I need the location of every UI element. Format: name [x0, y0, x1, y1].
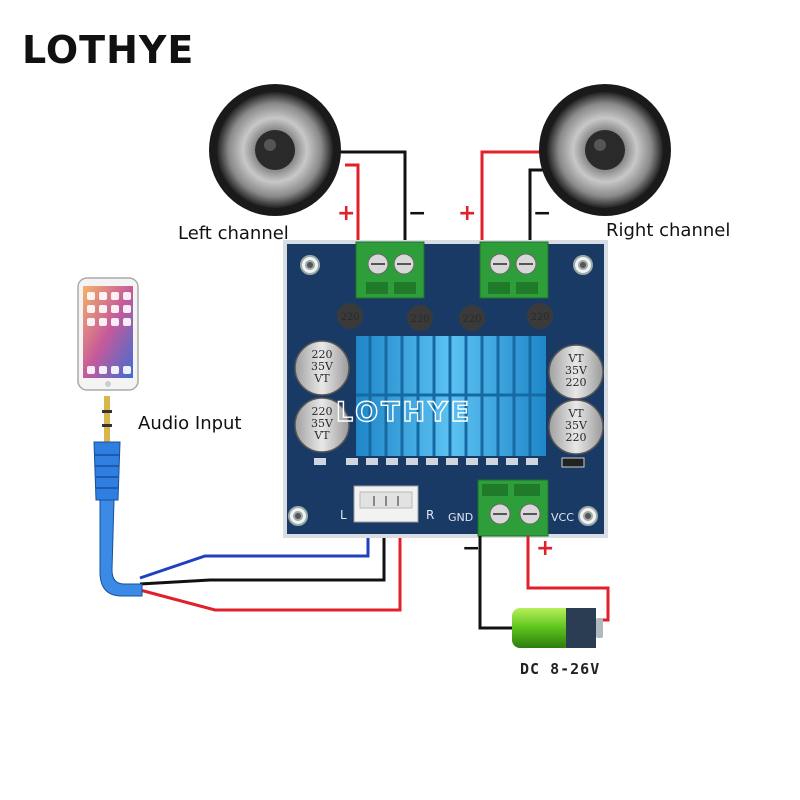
audio-input-label: Audio Input: [138, 413, 242, 434]
audio-cable-wires: [139, 538, 402, 612]
small-cap-label: 220: [340, 312, 359, 323]
left-speaker-black-wire: [335, 150, 407, 245]
left-speaker: [209, 84, 341, 216]
heatsink: [356, 336, 546, 456]
large-cap-top-right: VT 35V 220: [548, 344, 604, 400]
cap-series-label: VT: [567, 407, 584, 420]
power-red-wire: [526, 536, 610, 622]
right-speaker-terminal: [479, 241, 549, 299]
silk-gnd-label: GND: [448, 511, 473, 524]
left-speaker-terminal: [355, 241, 425, 299]
large-cap-bottom-right: VT 35V 220: [548, 399, 604, 455]
cap-series-label: VT: [567, 352, 584, 365]
large-capacitors: 220 35V VT 220 35V VT VT 35V 220 VT 35V …: [294, 340, 604, 455]
audio-blue-wire: [139, 538, 370, 580]
mounting-holes: [288, 255, 598, 526]
smd-component-row: [314, 457, 585, 468]
cap-voltage-label: 35V: [565, 419, 588, 432]
audio-red-wire: [139, 538, 402, 612]
power-wires: [478, 536, 610, 630]
right-speaker: [539, 84, 671, 216]
power-terminal: [477, 479, 549, 537]
audio-jack-cable: [93, 396, 143, 597]
cap-voltage-label: 35V: [311, 417, 334, 430]
audio-input-header: [353, 485, 419, 523]
cap-series-label: VT: [313, 372, 330, 385]
right-minus-marker: −: [533, 201, 551, 226]
small-cap-label: 220: [530, 312, 549, 323]
board-watermark: LOTHYE: [336, 397, 472, 428]
right-channel-label: Right channel: [606, 220, 731, 241]
large-cap-bottom-left: 220 35V VT: [294, 397, 350, 453]
left-plus-marker: +: [337, 201, 355, 226]
cap-value-label: 220: [312, 348, 333, 361]
silk-vcc-label: VCC: [551, 511, 574, 524]
power-minus-marker: −: [462, 536, 480, 561]
cap-series-label: VT: [313, 429, 330, 442]
cap-value-label: 220: [566, 431, 587, 444]
amplifier-board: 220 220 220 220 220 35V VT: [283, 240, 608, 538]
left-channel-label: Left channel: [178, 223, 289, 244]
small-cap-label: 220: [410, 314, 429, 325]
smartphone: [77, 277, 139, 391]
cap-voltage-label: 35V: [311, 360, 334, 373]
audio-black-wire: [139, 538, 386, 586]
silk-r-label: R: [426, 508, 434, 522]
cap-value-label: 220: [312, 405, 333, 418]
power-spec-label: DC 8-26V: [520, 660, 601, 678]
cap-voltage-label: 35V: [565, 364, 588, 377]
small-cap-label: 220: [462, 314, 481, 325]
small-capacitors: 220 220 220 220: [337, 303, 553, 331]
silk-l-label: L: [340, 508, 347, 522]
brand-logo: LOTHYE: [22, 28, 195, 72]
left-minus-marker: −: [408, 201, 426, 226]
right-plus-marker: +: [458, 201, 476, 226]
power-plus-marker: +: [536, 536, 554, 561]
battery: [512, 608, 603, 648]
large-cap-top-left: 220 35V VT: [294, 340, 350, 396]
left-speaker-red-wire: [345, 163, 360, 245]
power-black-wire: [478, 536, 512, 630]
cap-value-label: 220: [566, 376, 587, 389]
